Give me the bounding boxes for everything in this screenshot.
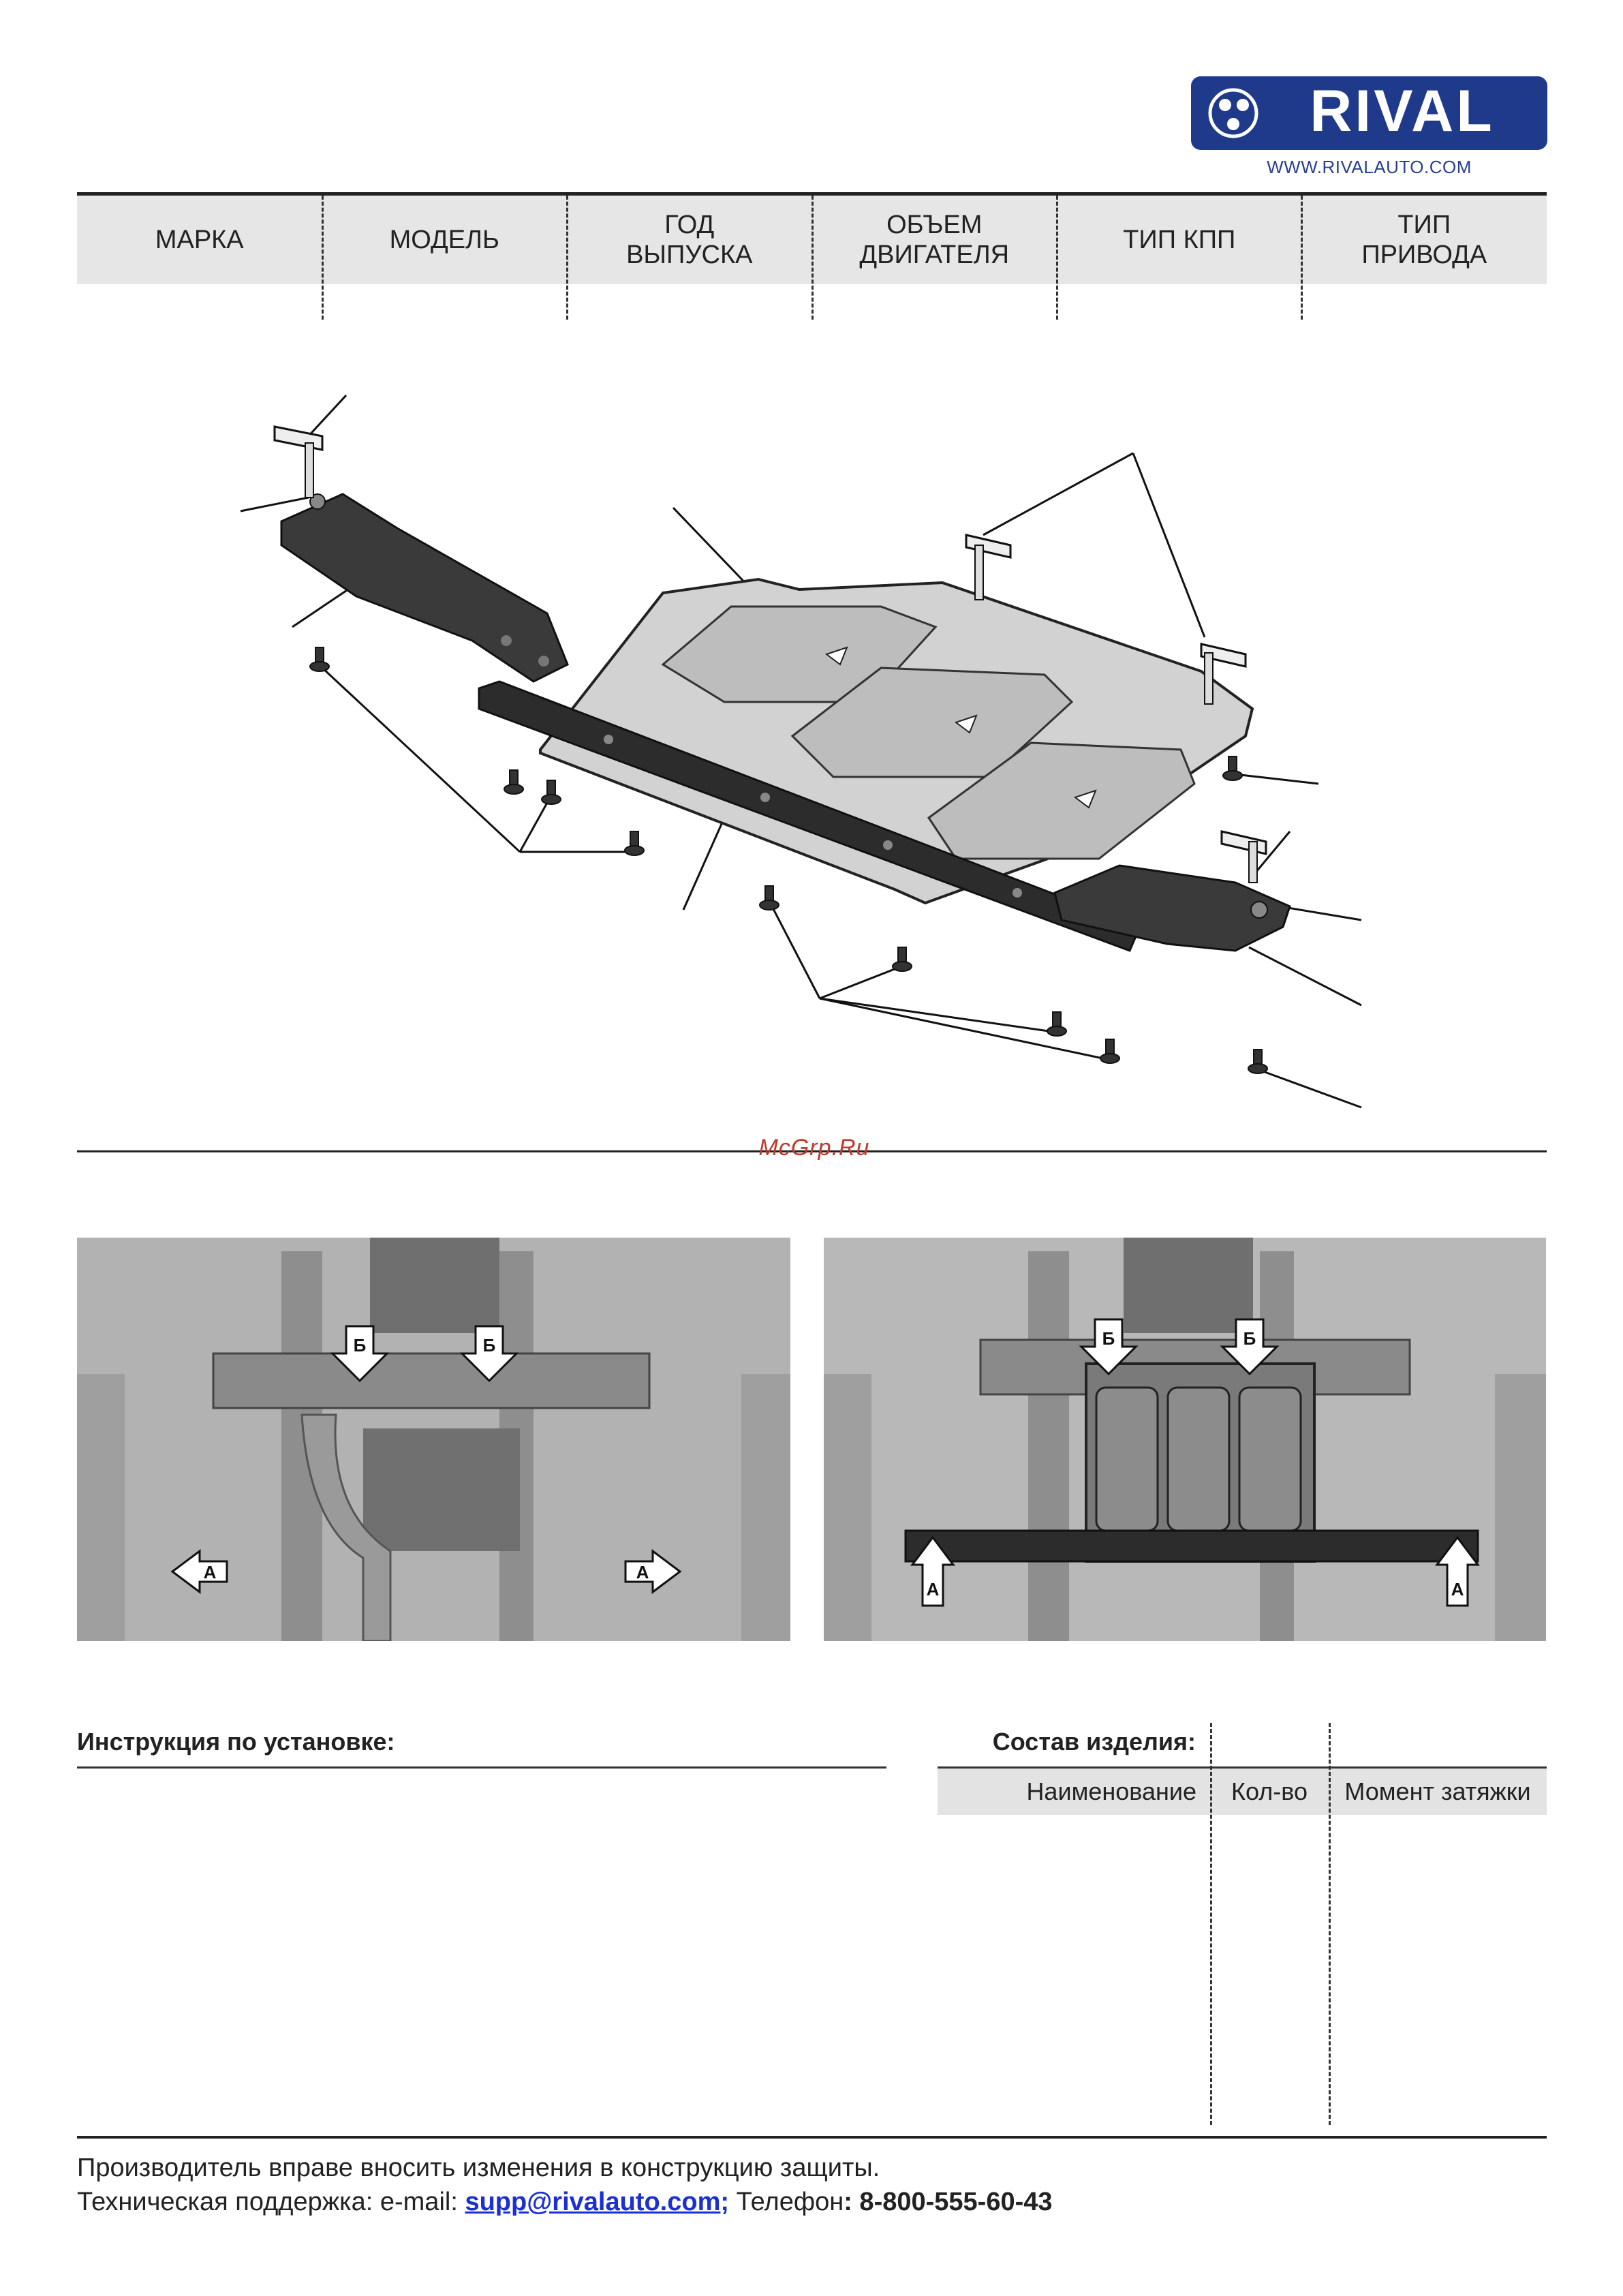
composition-table-header: Наименование Кол-во Момент затяжки — [938, 1766, 1547, 1815]
marker-a-arrow: А — [1435, 1535, 1480, 1607]
marker-b-arrow: Б — [1220, 1318, 1280, 1376]
table-divider — [812, 196, 814, 320]
marker-b-arrow: Б — [330, 1325, 390, 1383]
col-gearbox: ТИП КПП — [1123, 226, 1236, 254]
marker-a-arrow: А — [170, 1549, 228, 1594]
svg-text:Б: Б — [1243, 1328, 1256, 1349]
table-divider — [1210, 1723, 1212, 2125]
table-divider — [1056, 196, 1058, 320]
installed-skid-plate — [904, 1362, 1479, 1563]
support-label: Техническая поддержка: e-mail: — [77, 2188, 465, 2216]
footer-support: Техническая поддержка: e-mail: supp@riva… — [77, 2188, 1053, 2217]
phone-label: Телефон — [729, 2188, 844, 2216]
svg-text:А: А — [927, 1579, 940, 1599]
svg-text:А: А — [636, 1562, 649, 1582]
instructions-rule — [77, 1766, 886, 1769]
col-engine: ОБЪЕМ ДВИГАТЕЛЯ — [859, 211, 1010, 269]
rival-logo: RIVAL — [1191, 76, 1547, 150]
marker-b-arrow: Б — [1079, 1318, 1139, 1376]
header-top-rule — [77, 192, 1547, 196]
photo-after-install: Б Б А А — [824, 1238, 1546, 1641]
marker-b-arrow: Б — [459, 1325, 519, 1383]
right-bracket — [1053, 864, 1291, 952]
crossbar — [478, 680, 1141, 952]
col-name: Наименование — [1026, 1777, 1196, 1805]
skid-plate — [539, 577, 1254, 905]
col-year: ГОД ВЫПУСКА — [626, 211, 753, 269]
exploded-assembly-drawing — [77, 382, 1547, 1131]
table-divider — [1301, 196, 1303, 320]
svg-text:Б: Б — [483, 1335, 496, 1356]
svg-text:А: А — [204, 1562, 217, 1582]
svg-text:А: А — [1451, 1579, 1464, 1599]
svg-text:Б: Б — [354, 1335, 367, 1356]
watermark: McGrp.Ru — [758, 1135, 870, 1161]
brand-emblem-icon — [1208, 88, 1258, 138]
col-model: МОДЕЛЬ — [389, 226, 499, 254]
col-quantity: Кол-во — [1231, 1777, 1308, 1805]
col-brand: МАРКА — [155, 226, 244, 254]
marker-a-arrow: А — [910, 1535, 955, 1607]
col-drive: ТИП ПРИВОДА — [1361, 211, 1487, 269]
svg-text:Б: Б — [1102, 1328, 1115, 1349]
col-torque: Момент затяжки — [1344, 1777, 1531, 1805]
section-divider — [77, 1150, 1547, 1152]
table-divider — [1329, 1723, 1331, 2125]
left-bracket — [280, 493, 569, 683]
support-email-link[interactable]: supp@rivalauto.com; — [465, 2188, 730, 2216]
table-divider — [566, 196, 568, 320]
photo-before-install: Б Б А А — [77, 1238, 790, 1641]
logo-wordmark: RIVAL — [1310, 78, 1495, 144]
right-studs — [965, 534, 1267, 883]
marker-a-arrow: А — [624, 1549, 682, 1594]
footer-note: Производитель вправе вносить изменения в… — [77, 2154, 880, 2182]
bolts — [309, 647, 1268, 1074]
table-divider — [322, 196, 324, 320]
left-stud — [273, 425, 324, 498]
instructions-title: Инструкция по установке: — [77, 1728, 395, 1756]
website-link[interactable]: WWW.RIVALAUTO.COM — [1267, 157, 1472, 177]
phone-number: : 8-800-555-60-43 — [844, 2188, 1053, 2216]
footer-rule — [77, 2136, 1547, 2139]
composition-title: Состав изделия: — [992, 1728, 1196, 1756]
